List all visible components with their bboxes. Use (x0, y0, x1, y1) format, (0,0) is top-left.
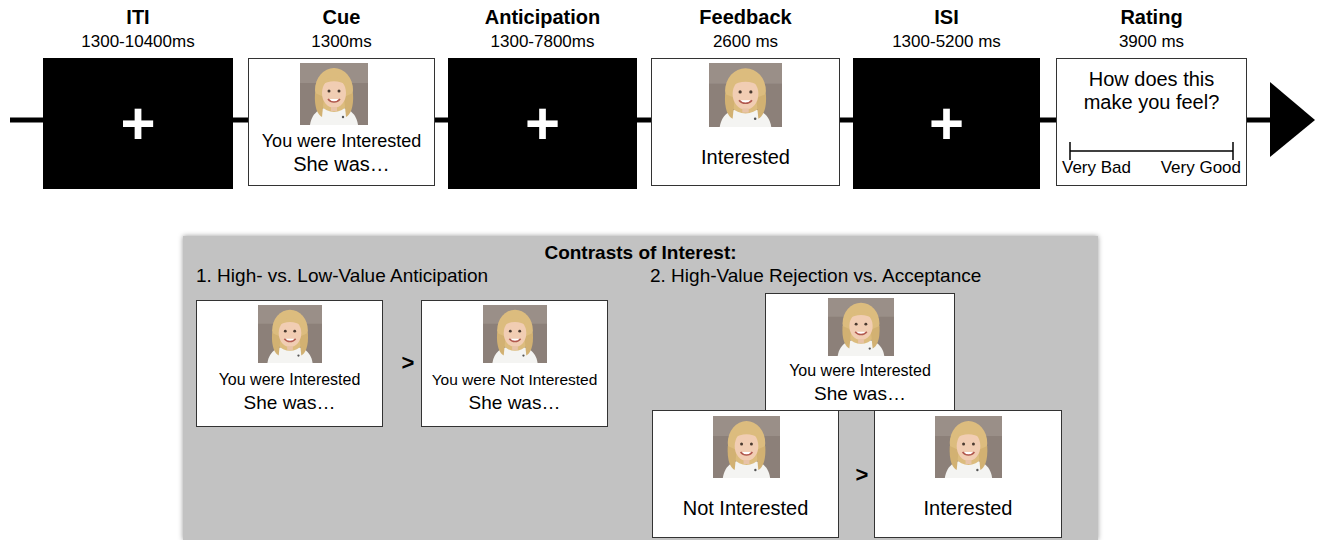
comparison-sign: > (850, 462, 874, 487)
screen-text: She was… (252, 153, 431, 176)
screen-text: Feedback (655, 6, 836, 29)
face-photo (300, 63, 368, 125)
fixation-screen: Anticipation 1300-7800ms + (448, 0, 637, 189)
timeline-arrowhead (1270, 82, 1315, 157)
fixation-cross: + (43, 58, 233, 189)
fixation-screen: ISI 1300-5200 ms + (853, 0, 1040, 189)
fixation-cross: + (853, 58, 1040, 189)
screen-text: Interested (655, 146, 836, 169)
screen-text: Interested (879, 497, 1057, 520)
screen-text: Not Interested (657, 497, 834, 520)
screen-text: 2. High-Value Rejection vs. Acceptance (650, 265, 981, 287)
screen-text: 1300-10400ms (47, 32, 229, 52)
screen-text: You were Interested (201, 371, 378, 389)
rating-screen: Rating 3900 ms How does this make you feel… (1056, 0, 1247, 186)
cue-screen: You were Not InterestedShe was… (421, 300, 608, 427)
screen-text: You were Not Interested (426, 371, 603, 389)
face-photo (935, 416, 1002, 478)
screen-text: You were Interested (252, 131, 431, 152)
cue-screen: You were InterestedShe was… (196, 300, 383, 427)
screen-text: Very Bad (1062, 158, 1131, 178)
screen-text: You were Interested (770, 362, 950, 380)
screen-text: Contrasts of Interest: (187, 242, 1094, 264)
cue-screen: Cue 1300msYou were InterestedShe was… (248, 0, 435, 186)
face-photo (709, 63, 782, 127)
face-photo (258, 305, 322, 363)
face-photo (483, 305, 547, 363)
screen-text: 3900 ms (1060, 32, 1243, 52)
feedback-screen: Not Interested (652, 410, 839, 538)
screen-text: How does this make you feel? (1066, 68, 1237, 114)
screen-text: ITI (47, 6, 229, 29)
screen-text: 1300-7800ms (452, 32, 633, 52)
screen-text: Very Good (1161, 158, 1241, 178)
screen-text: 1300ms (252, 32, 431, 52)
screen-text: Anticipation (452, 6, 633, 29)
screen-text: ISI (857, 6, 1036, 29)
cue-screen: You were InterestedShe was… (765, 293, 955, 411)
contrasts-panel: Contrasts of Interest:1. High- vs. Low-V… (183, 236, 1098, 540)
comparison-sign: > (396, 350, 420, 375)
face-photo (828, 298, 894, 356)
screen-text: 1. High- vs. Low-Value Anticipation (196, 265, 488, 287)
feedback-screen: Feedback 2600 ms Interested (651, 0, 840, 186)
screen-text: She was… (201, 392, 378, 414)
screen-text: Rating (1060, 6, 1243, 29)
fixation-cross: + (448, 58, 637, 189)
feedback-screen: Interested (874, 410, 1062, 538)
screen-text: She was… (426, 392, 603, 414)
screen-text: 2600 ms (655, 32, 836, 52)
screen-text: 1300-5200 ms (857, 32, 1036, 52)
screen-text: Cue (252, 6, 431, 29)
fixation-screen: ITI 1300-10400ms + (43, 0, 233, 189)
screen-text: She was… (770, 383, 950, 405)
face-photo (713, 416, 780, 478)
